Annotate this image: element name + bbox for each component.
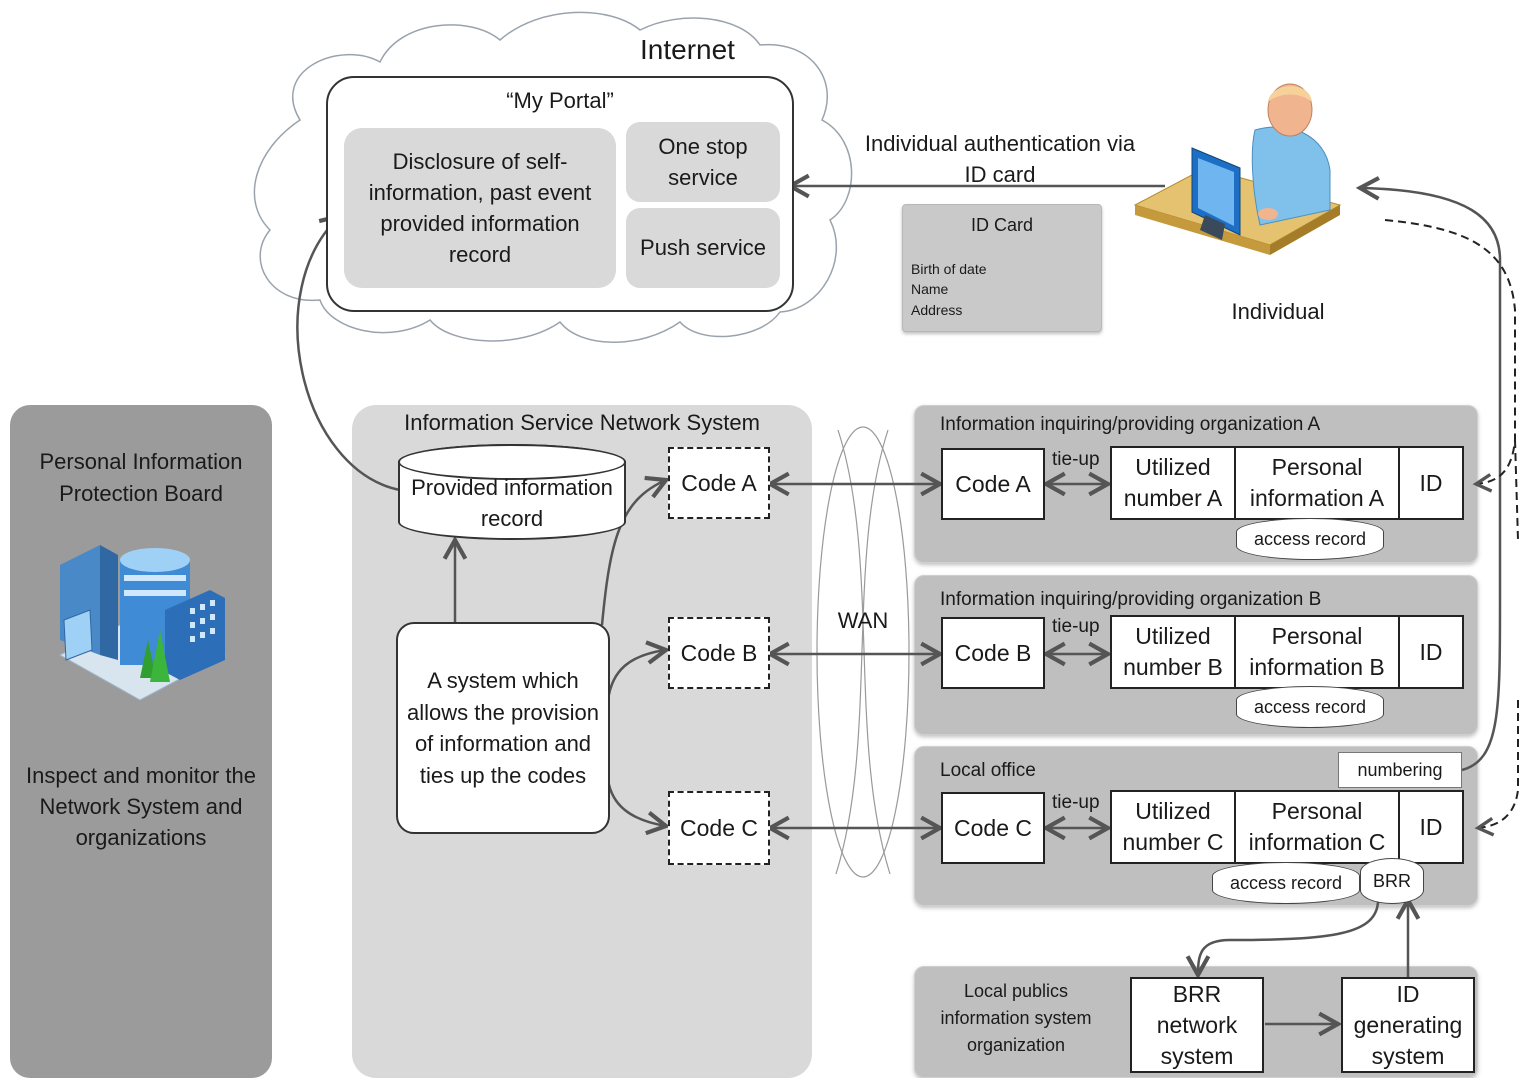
isns-title: Information Service Network System [404,410,760,435]
wan-ellipses [816,426,910,878]
numbering-to-individual-arrow [1360,188,1502,772]
org-b-tie-up: tie-up [1052,616,1100,637]
id-card-address: Address [911,302,963,318]
local-office-title: Local office [940,760,1036,781]
system-to-code-b-arrow [606,650,666,701]
system-to-code-a-arrow [600,480,666,626]
internet-title: Internet [640,34,735,65]
board-description: Inspect and monitor the Network System a… [26,763,256,850]
org-b-title: Information inquiring/providing organiza… [940,589,1322,610]
brr-to-network-arrow [1198,899,1380,975]
provided-record-cylinder-top [398,444,626,480]
local-office-tie-up: tie-up [1052,792,1100,813]
building-icon [58,545,227,701]
system-to-code-c-arrow [606,779,666,826]
id-card-title: ID Card [970,215,1033,235]
local-office-id: ID [1398,790,1464,864]
dashed-vertical [1514,439,1519,541]
protection-board-panel [10,405,272,1078]
org-a-title: Information inquiring/providing organiza… [940,414,1321,435]
dashed-individual-to-id-a [1384,219,1516,484]
local-office-access-record: access record [1212,862,1360,904]
local-office-code: Code C [941,792,1045,864]
push-service-box[interactable]: Push service [626,208,780,288]
individual-person-icon [1133,83,1342,255]
one-stop-service-label: One stop service [658,134,748,190]
disclosure-label: Disclosure of self-information, past eve… [368,149,592,267]
local-publics-title: Local publics information system organiz… [940,981,1092,1055]
brr-cylinder: BRR [1360,858,1424,904]
auth-label: Individual authentication via ID card [864,131,1136,187]
isns-code-b: Code B [668,617,770,689]
local-office-personal: Personal information C [1234,790,1400,864]
dashed-individual-to-id-c [1478,700,1519,828]
provided-record-label: Provided information record [411,475,613,531]
id-card-name: Name [911,281,949,297]
my-portal-title: “My Portal” [506,88,614,113]
id-generating-system-box: ID generating system [1341,977,1475,1073]
isns-code-c: Code C [668,791,770,865]
individual-label: Individual [1231,299,1325,324]
numbering-box: numbering [1338,752,1462,788]
disclosure-box: Disclosure of self-information, past eve… [344,128,616,288]
org-a-id: ID [1398,446,1464,520]
org-a-utilized: Utilized number A [1110,446,1236,520]
org-b-access-record: access record [1236,686,1384,728]
org-b-id: ID [1398,615,1464,689]
tie-up-system-label: A system which allows the provision of i… [407,668,599,788]
wan-label: WAN [837,608,889,633]
record-to-portal-arrow [296,216,401,492]
org-a-tie-up: tie-up [1052,449,1100,470]
org-a-code: Code A [941,448,1045,520]
org-a-access-record: access record [1236,518,1384,560]
id-card-birth: Birth of date [911,261,987,277]
board-title: Personal Information Protection Board [39,449,243,506]
one-stop-service-box[interactable]: One stop service [626,122,780,202]
org-a-personal: Personal information A [1234,446,1400,520]
org-b-code: Code B [941,617,1045,689]
local-office-utilized: Utilized number C [1110,790,1236,864]
org-b-personal: Personal information B [1234,615,1400,689]
isns-code-a: Code A [668,447,770,519]
push-service-label: Push service [640,235,766,260]
org-b-utilized: Utilized number B [1110,615,1236,689]
tie-up-system-box: A system which allows the provision of i… [396,622,610,834]
id-card [902,204,1102,332]
brr-network-system-box: BRR network system [1130,977,1264,1073]
